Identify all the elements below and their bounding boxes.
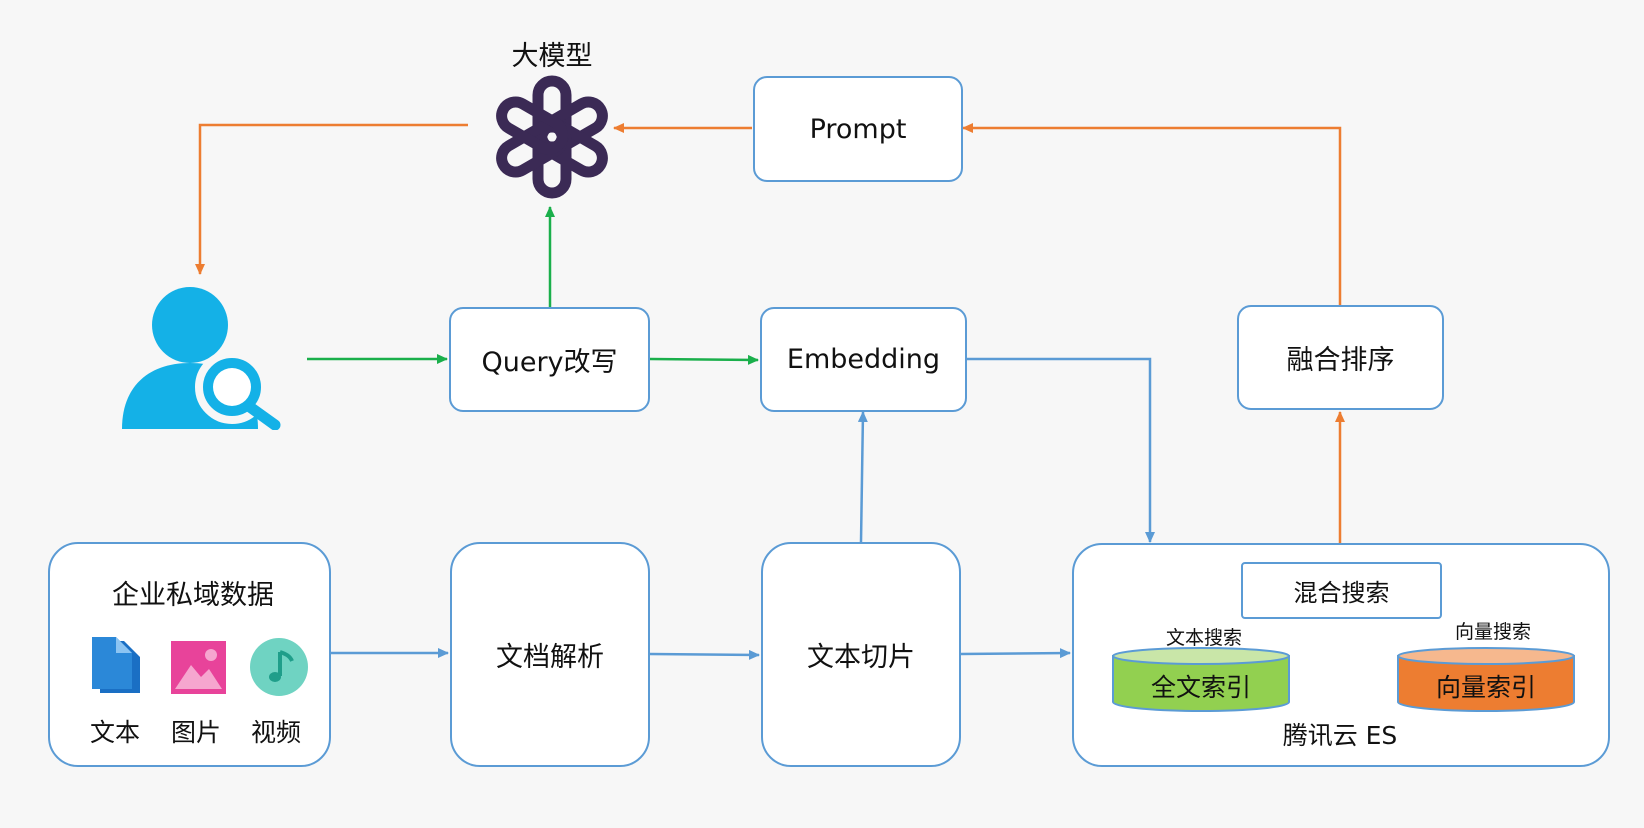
document-icon — [92, 637, 140, 693]
query-rewrite-box: Query改写 — [449, 307, 650, 412]
query-rewrite-label: Query改写 — [481, 347, 618, 378]
tencent-es-title: 腾讯云 ES — [1282, 721, 1398, 750]
arrow-fusion-to-prompt — [962, 123, 1342, 305]
fusion-rank-label: 融合排序 — [1286, 345, 1395, 376]
vector-search-label: 向量搜索 — [1455, 621, 1532, 643]
arrow-chunk-to-es — [959, 648, 1071, 659]
arrow-embedding-to-es — [966, 357, 1155, 543]
arrow-query-to-embedding — [649, 354, 759, 365]
arrow-chunk-to-embedding — [857, 411, 868, 543]
vector-index-cylinder — [1397, 647, 1575, 712]
hybrid-search-label: 混合搜索 — [1293, 579, 1390, 607]
doc-parse-label: 文档解析 — [496, 642, 604, 673]
fulltext-index-cylinder — [1112, 647, 1290, 712]
text-chunk-box: 文本切片 — [761, 542, 961, 767]
music-video-icon — [250, 638, 308, 696]
prompt-box: Prompt — [753, 76, 963, 182]
enterprise-data-title: 企业私域数据 — [112, 580, 274, 611]
user-search-icon[interactable] — [120, 285, 286, 430]
text-item-label: 文本 — [89, 718, 141, 747]
embedding-box: Embedding — [760, 307, 967, 412]
openai-logo-icon — [496, 75, 608, 199]
fulltext-index-label: 全文索引 — [1150, 673, 1252, 702]
vector-index-label: 向量索引 — [1435, 673, 1537, 702]
arrow-parse-to-chunk — [649, 649, 760, 660]
image-item-label: 图片 — [170, 718, 222, 747]
text-chunk-label: 文本切片 — [807, 642, 915, 673]
hybrid-search-box: 混合搜索 — [1241, 562, 1442, 619]
llm-title: 大模型 — [511, 41, 593, 72]
embedding-label: Embedding — [786, 344, 941, 375]
image-icon — [171, 641, 226, 694]
doc-parse-box: 文档解析 — [450, 542, 650, 767]
fusion-rank-box: 融合排序 — [1237, 305, 1444, 410]
arrow-llm-to-user — [195, 123, 468, 275]
prompt-label: Prompt — [809, 113, 907, 145]
video-item-label: 视频 — [250, 718, 302, 747]
text-search-label: 文本搜索 — [1166, 627, 1243, 649]
